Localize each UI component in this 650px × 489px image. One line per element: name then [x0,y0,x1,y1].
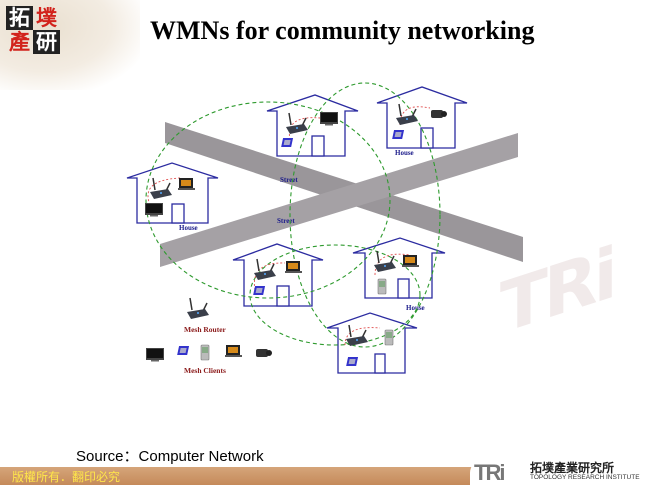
monitor-icon [320,112,338,126]
house-label: House [406,304,425,312]
laptop-icon [402,255,419,267]
router-icon [186,297,210,320]
pda-icon [377,278,387,295]
monitor-icon [146,348,164,362]
tablet-icon [253,286,266,295]
topology-logo: 拓 墣 產 研 [6,6,60,54]
house-label: House [179,224,198,232]
tri-mark: TRi [474,460,505,485]
source-caption: Source：Computer Network [76,448,264,465]
logo-char: 拓 [6,6,33,30]
copyright-text: 版權所有．翻印必究 [12,470,121,484]
house-bottom-middle [232,243,324,307]
tablet-icon [281,138,294,147]
monitor-icon [145,203,163,217]
laptop-icon [178,178,195,190]
house-bottom [326,312,418,374]
logo-char: 研 [33,30,60,54]
laptop-icon [285,261,302,273]
tablet-icon [346,357,359,366]
slide-title: WMNs for community networking [150,16,535,45]
legend-router-label: Mesh Router [184,325,227,334]
tablet-icon [177,346,190,355]
camcorder-icon [256,349,272,357]
mesh-links [145,82,441,348]
street-label: Street [277,217,295,225]
street-label: Street [280,176,298,184]
tri-name-cn: 拓墣產業研究所 [530,461,615,475]
house-top [266,94,359,157]
laptop-icon [225,345,242,357]
tri-logo: TRi 拓墣產業研究所 TOPOLOGY RESEARCH INSTITUTE [470,459,650,485]
legend: Mesh Router Mesh Clients [146,297,272,375]
logo-char: 產 [9,29,30,54]
street-2 [160,133,518,267]
tri-name-en: TOPOLOGY RESEARCH INSTITUTE [530,474,640,481]
pda-icon [384,329,394,346]
house-top-right [376,86,468,149]
client-links [147,106,431,346]
logo-char: 墣 [36,5,57,30]
camcorder-icon [431,110,447,118]
tablet-icon [392,130,405,139]
legend-clients-label: Mesh Clients [184,366,226,375]
house-left [126,162,219,224]
house-bottom-right [352,237,446,299]
pda-icon [200,344,210,361]
house-label: House [395,149,414,157]
